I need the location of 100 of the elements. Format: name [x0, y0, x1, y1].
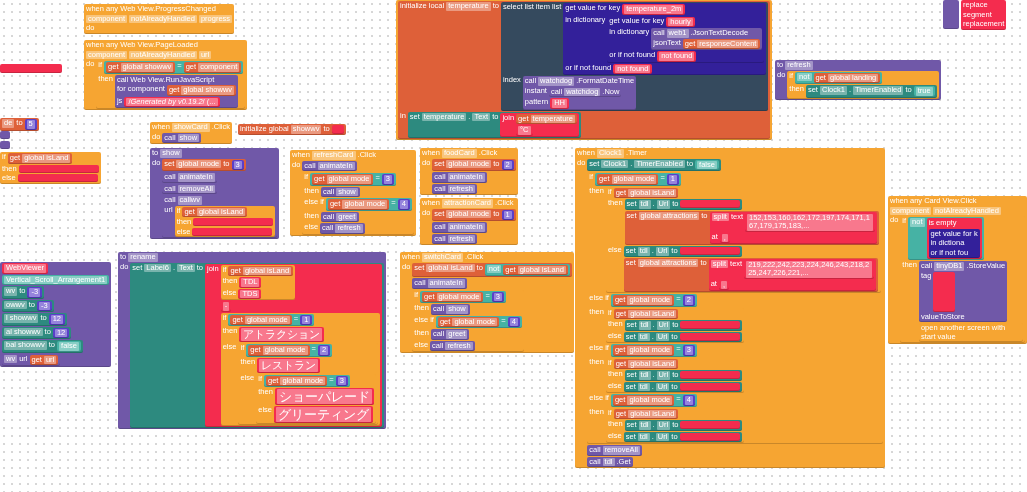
variable-block — [7, 153, 73, 164]
logic-block — [908, 217, 984, 260]
procedure-block — [432, 222, 487, 233]
variable-block — [612, 295, 675, 306]
event-block — [150, 122, 233, 144]
dictionary-block — [928, 228, 980, 258]
setter-block — [407, 111, 581, 138]
event-block — [84, 40, 248, 110]
procedure-block — [162, 172, 217, 183]
event-block — [420, 148, 518, 195]
event-block — [84, 4, 235, 34]
setter-block — [624, 199, 743, 210]
text-block — [331, 125, 344, 134]
setter-block — [2, 326, 72, 339]
procedure-block — [775, 60, 941, 100]
variable-block — [613, 187, 679, 198]
setter-block — [2, 340, 83, 353]
event-block — [290, 150, 416, 236]
variable-block — [106, 62, 176, 73]
text-block — [17, 174, 98, 182]
text-block — [205, 263, 382, 427]
event-block — [420, 198, 518, 245]
logic-block — [595, 173, 681, 186]
variable-block — [162, 158, 246, 171]
field-label: レストラン — [259, 358, 319, 372]
setter-block — [805, 85, 937, 98]
setter-block — [623, 381, 742, 392]
field-label: ショーパレード — [276, 389, 372, 404]
variable-block — [238, 124, 346, 135]
variable-block — [613, 408, 679, 419]
text-block — [679, 382, 740, 391]
text-block — [18, 164, 99, 173]
procedure-block — [320, 186, 360, 197]
text-block — [679, 432, 740, 441]
text-block — [680, 200, 741, 208]
text-block — [933, 271, 956, 312]
variable-block — [516, 113, 577, 124]
procedure-block — [302, 160, 357, 171]
variable-block — [412, 262, 572, 277]
procedure-block — [432, 183, 477, 194]
procedure-block — [651, 28, 763, 50]
variable-block — [230, 314, 292, 325]
variable-block — [437, 316, 500, 327]
setter-block — [2, 286, 45, 299]
variable-block — [182, 206, 248, 217]
setter-block — [624, 370, 743, 381]
logic-block — [484, 263, 570, 276]
variable-block — [327, 199, 390, 210]
text-block — [0, 64, 62, 73]
procedure-block — [0, 131, 10, 139]
list-block — [500, 2, 769, 111]
variable-block — [623, 257, 879, 292]
logic-block — [264, 374, 350, 387]
event-block — [888, 196, 1027, 344]
event-block — [302, 172, 414, 235]
text-block — [679, 332, 740, 341]
event-block — [400, 252, 574, 353]
logic-block — [325, 198, 412, 211]
procedure-block — [918, 261, 1008, 322]
setter-block — [624, 420, 743, 431]
variable-block — [228, 265, 294, 276]
procedure-block — [430, 340, 475, 351]
event-block — [605, 307, 745, 343]
procedure-block — [432, 172, 487, 183]
event-block — [238, 343, 378, 425]
logic-block — [610, 394, 697, 407]
logic-block — [610, 344, 697, 357]
procedure-block — [430, 304, 470, 315]
procedure-block — [587, 445, 642, 456]
variable-block — [422, 291, 484, 302]
event-block — [787, 70, 939, 99]
logic-block — [310, 173, 396, 186]
text-block — [193, 218, 274, 226]
text-block — [708, 258, 877, 291]
event-block — [96, 60, 246, 109]
event-block — [575, 148, 885, 468]
variable-block — [612, 345, 675, 356]
procedure-block — [150, 148, 280, 239]
procedure-block — [430, 329, 470, 340]
logic-block — [104, 61, 244, 74]
procedure-block — [412, 278, 467, 289]
procedure-block — [943, 0, 959, 29]
variable-block — [248, 345, 310, 356]
text-block — [679, 247, 740, 255]
event-block — [605, 357, 745, 393]
setter-block — [2, 313, 68, 326]
event-block — [220, 312, 380, 426]
field-label: グリーティング — [276, 407, 371, 422]
variable-block — [266, 375, 328, 386]
text-block — [961, 0, 1007, 30]
logic-block — [228, 313, 315, 326]
logic-block — [795, 71, 883, 84]
logic-block — [246, 344, 333, 357]
procedure-block — [162, 132, 202, 143]
variable-block — [613, 308, 679, 319]
variable-block — [503, 264, 568, 275]
variable-block — [613, 358, 679, 369]
variable-block — [597, 174, 659, 185]
text-block — [709, 211, 877, 244]
text-block — [500, 112, 579, 137]
